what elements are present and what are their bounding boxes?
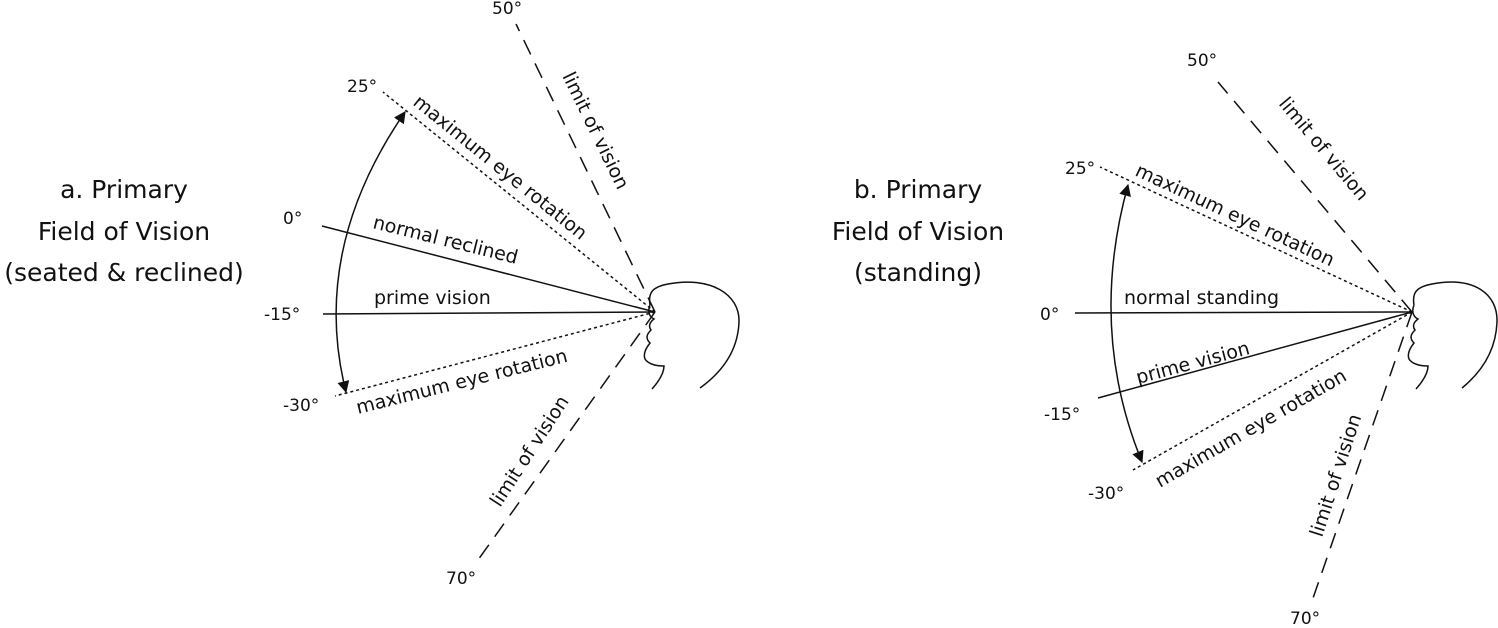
panel-a-upper-max-rotation-label: maximum eye rotation bbox=[409, 91, 591, 245]
panel-a-title-line-2: Field of Vision bbox=[38, 217, 210, 246]
panel-a-head-silhouette bbox=[643, 281, 740, 390]
panel-a-degree-minus-30: -30° bbox=[283, 396, 319, 416]
panel-a-degree-25: 25° bbox=[347, 77, 377, 97]
panel-a-degree-70: 70° bbox=[446, 569, 476, 589]
panel-b-degree-minus-30: -30° bbox=[1088, 484, 1124, 504]
panel-b-degree-70: 70° bbox=[1290, 609, 1320, 628]
panel-b-title-line-1: b. Primary bbox=[854, 175, 983, 204]
panel-b-degree-minus-15: -15° bbox=[1044, 405, 1080, 425]
panel-b-title-line-3: (standing) bbox=[854, 258, 982, 287]
panel-a-upper-limit-line bbox=[515, 23, 656, 313]
panel-b-prime-line bbox=[1097, 311, 1413, 399]
panel-a-degree-50: 50° bbox=[492, 0, 522, 19]
panel-b-degree-0: 0° bbox=[1040, 305, 1059, 325]
panel-b-prime-label: prime vision bbox=[1134, 337, 1252, 388]
panel-a-prime-label: prime vision bbox=[374, 287, 491, 309]
panel-b-lower-max-rotation-label: maximum eye rotation bbox=[1152, 365, 1351, 493]
panel-b-upper-max-rotation-label: maximum eye rotation bbox=[1132, 160, 1338, 272]
panel-a-upper-limit-label: limit of vision bbox=[558, 69, 634, 193]
panel-a-title-line-3: (seated & reclined) bbox=[4, 258, 244, 287]
panel-a-degree-0: 0° bbox=[283, 209, 302, 229]
panel-a-upper-max-rotation-line bbox=[382, 91, 656, 313]
panel-b-normal-label: normal standing bbox=[1124, 287, 1279, 309]
panel-a-degree-minus-15: -15° bbox=[264, 305, 300, 325]
panel-a-title-line-1: a. Primary bbox=[60, 175, 188, 204]
panel-a-lower-limit-line bbox=[477, 311, 656, 561]
panel-b-lower-limit-line bbox=[1310, 311, 1413, 605]
panel-b: b. Primary Field of Vision (standing) 50… bbox=[832, 51, 1498, 628]
panel-b-degree-50: 50° bbox=[1187, 51, 1217, 71]
panel-b-upper-limit-label: limit of vision bbox=[1274, 93, 1373, 205]
panel-a-normal-label: normal reclined bbox=[371, 212, 520, 269]
panel-a-lower-max-rotation-line bbox=[334, 311, 656, 397]
panel-a: a. Primary Field of Vision (seated & rec… bbox=[4, 0, 740, 589]
panel-b-upper-limit-line bbox=[1217, 81, 1413, 313]
panel-b-lower-limit-label: limit of vision bbox=[1306, 411, 1366, 539]
panel-a-lower-limit-label: limit of vision bbox=[486, 392, 574, 511]
panel-b-rotation-arc bbox=[1110, 183, 1144, 464]
panel-a-prime-line bbox=[322, 311, 656, 315]
panel-b-lower-max-rotation-line bbox=[1132, 311, 1413, 471]
panel-a-rotation-arc bbox=[335, 111, 406, 394]
panel-b-title-line-2: Field of Vision bbox=[832, 217, 1004, 246]
panel-b-degree-25: 25° bbox=[1065, 159, 1095, 179]
panel-b-head-silhouette bbox=[1407, 281, 1498, 390]
panel-b-normal-line bbox=[1074, 311, 1413, 314]
